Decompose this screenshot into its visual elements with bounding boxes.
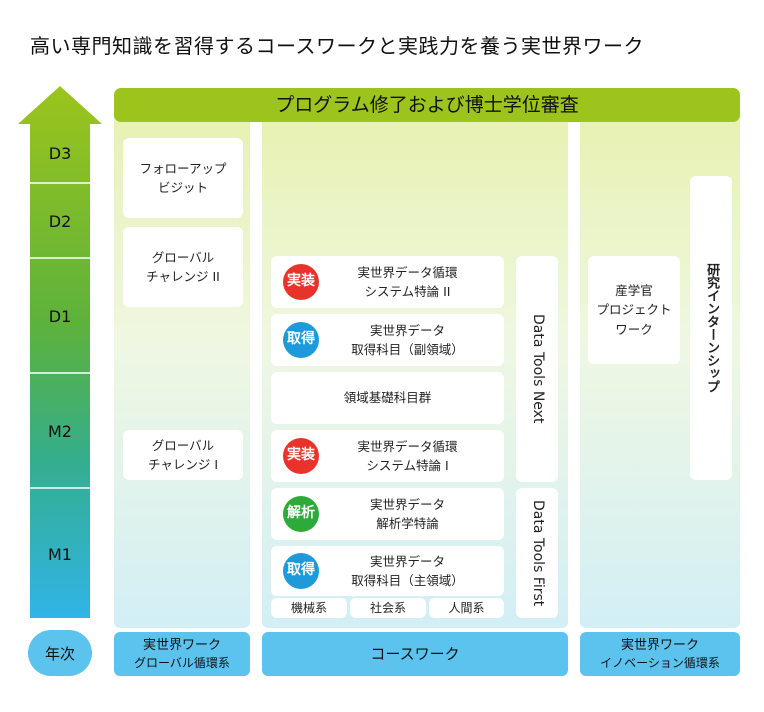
course-line: 領域基礎科目群	[343, 390, 432, 406]
research-internship-box: 研究インターンシップ	[690, 176, 732, 480]
footer-line: 実世界ワーク	[620, 638, 699, 654]
box-line: グローバル	[151, 437, 215, 453]
course-line: 実世界データ循環	[357, 438, 458, 454]
box-line: ワーク	[615, 321, 653, 337]
year-d1: D1	[48, 307, 72, 326]
global-challenge-2-box: グローバル チャレンジ II	[123, 227, 243, 307]
box-line: プロジェクト	[596, 302, 672, 318]
course-line: 実世界データ循環	[357, 264, 458, 280]
coursework-footer: コースワーク	[262, 632, 568, 676]
course-row: 実装 実世界データ循環 システム特論 II	[271, 256, 504, 308]
global-cycle-footer: 実世界ワーク グローバル循環系	[114, 632, 250, 676]
course-line: 取得科目（主領域）	[351, 573, 464, 588]
course-line: 解析学特論	[376, 516, 439, 531]
research-internship-label: 研究インターンシップ	[704, 263, 720, 393]
course-row: 領域基礎科目群	[271, 372, 504, 424]
course-row: 取得 実世界データ 取得科目（副領域）	[271, 314, 504, 366]
field-tag: 社会系	[350, 598, 426, 618]
footer-line: イノベーション循環系	[600, 655, 720, 670]
box-line: 産学官	[615, 282, 653, 298]
data-tools-next-label: Data Tools Next	[529, 314, 546, 424]
footer-line: グローバル循環系	[134, 655, 230, 670]
innovation-cycle-footer: 実世界ワーク イノベーション循環系	[580, 632, 740, 676]
box-line: ビジット	[157, 180, 208, 195]
box-line: フォローアップ	[139, 160, 227, 176]
box-line: グローバル	[151, 249, 215, 265]
course-line: 実世界データ	[369, 496, 445, 512]
year-label: 年次	[28, 630, 92, 676]
global-challenge-1-box: グローバル チャレンジ I	[123, 430, 243, 480]
field-tag: 機械系	[271, 598, 347, 618]
page-title: 高い専門知識を習得するコースワークと実践力を養う実世界ワーク	[30, 34, 644, 58]
implementation-badge: 実装	[283, 438, 319, 474]
box-line: チャレンジ I	[147, 457, 219, 472]
industry-academia-project-box: 産学官 プロジェクト ワーク	[588, 256, 680, 364]
course-row: 実装 実世界データ循環 システム特論 I	[271, 430, 504, 482]
course-line: 実世界データ	[369, 553, 445, 569]
program-completion-bar: プログラム修了および博士学位審査	[114, 88, 740, 122]
footer-line: 実世界ワーク	[142, 638, 221, 654]
course-line: システム特論 II	[364, 284, 451, 299]
field-tag: 人間系	[429, 598, 504, 618]
course-text: 実世界データ 取得科目（副領域）	[351, 321, 464, 360]
year-m1: M1	[48, 544, 72, 564]
course-row: 解析 実世界データ 解析学特論	[271, 488, 504, 540]
course-row: 取得 実世界データ 取得科目（主領域）	[271, 546, 504, 596]
year-arrow	[18, 86, 102, 618]
course-text: 実世界データ 取得科目（主領域）	[351, 552, 464, 591]
box-line: チャレンジ II	[146, 269, 220, 284]
course-line: システム特論 I	[366, 458, 449, 473]
course-text: 実世界データ 解析学特論	[370, 495, 445, 534]
course-text: 実世界データ循環 システム特論 II	[357, 263, 457, 302]
follow-up-visit-box: フォローアップ ビジット	[123, 138, 243, 218]
year-d2: D2	[48, 211, 72, 231]
course-text: 実世界データ循環 システム特論 I	[357, 437, 457, 476]
course-line: 実世界データ	[369, 322, 445, 338]
year-m2: M2	[48, 422, 72, 441]
data-tools-next-box: Data Tools Next	[516, 256, 558, 482]
data-tools-first-label: Data Tools First	[529, 499, 546, 607]
data-tools-first-box: Data Tools First	[516, 488, 558, 618]
course-line: 取得科目（副領域）	[351, 342, 464, 357]
year-d3: D3	[48, 143, 72, 163]
acquisition-badge: 取得	[283, 322, 319, 358]
analysis-badge: 解析	[283, 496, 319, 532]
acquisition-badge: 取得	[283, 553, 319, 589]
implementation-badge: 実装	[283, 264, 319, 300]
